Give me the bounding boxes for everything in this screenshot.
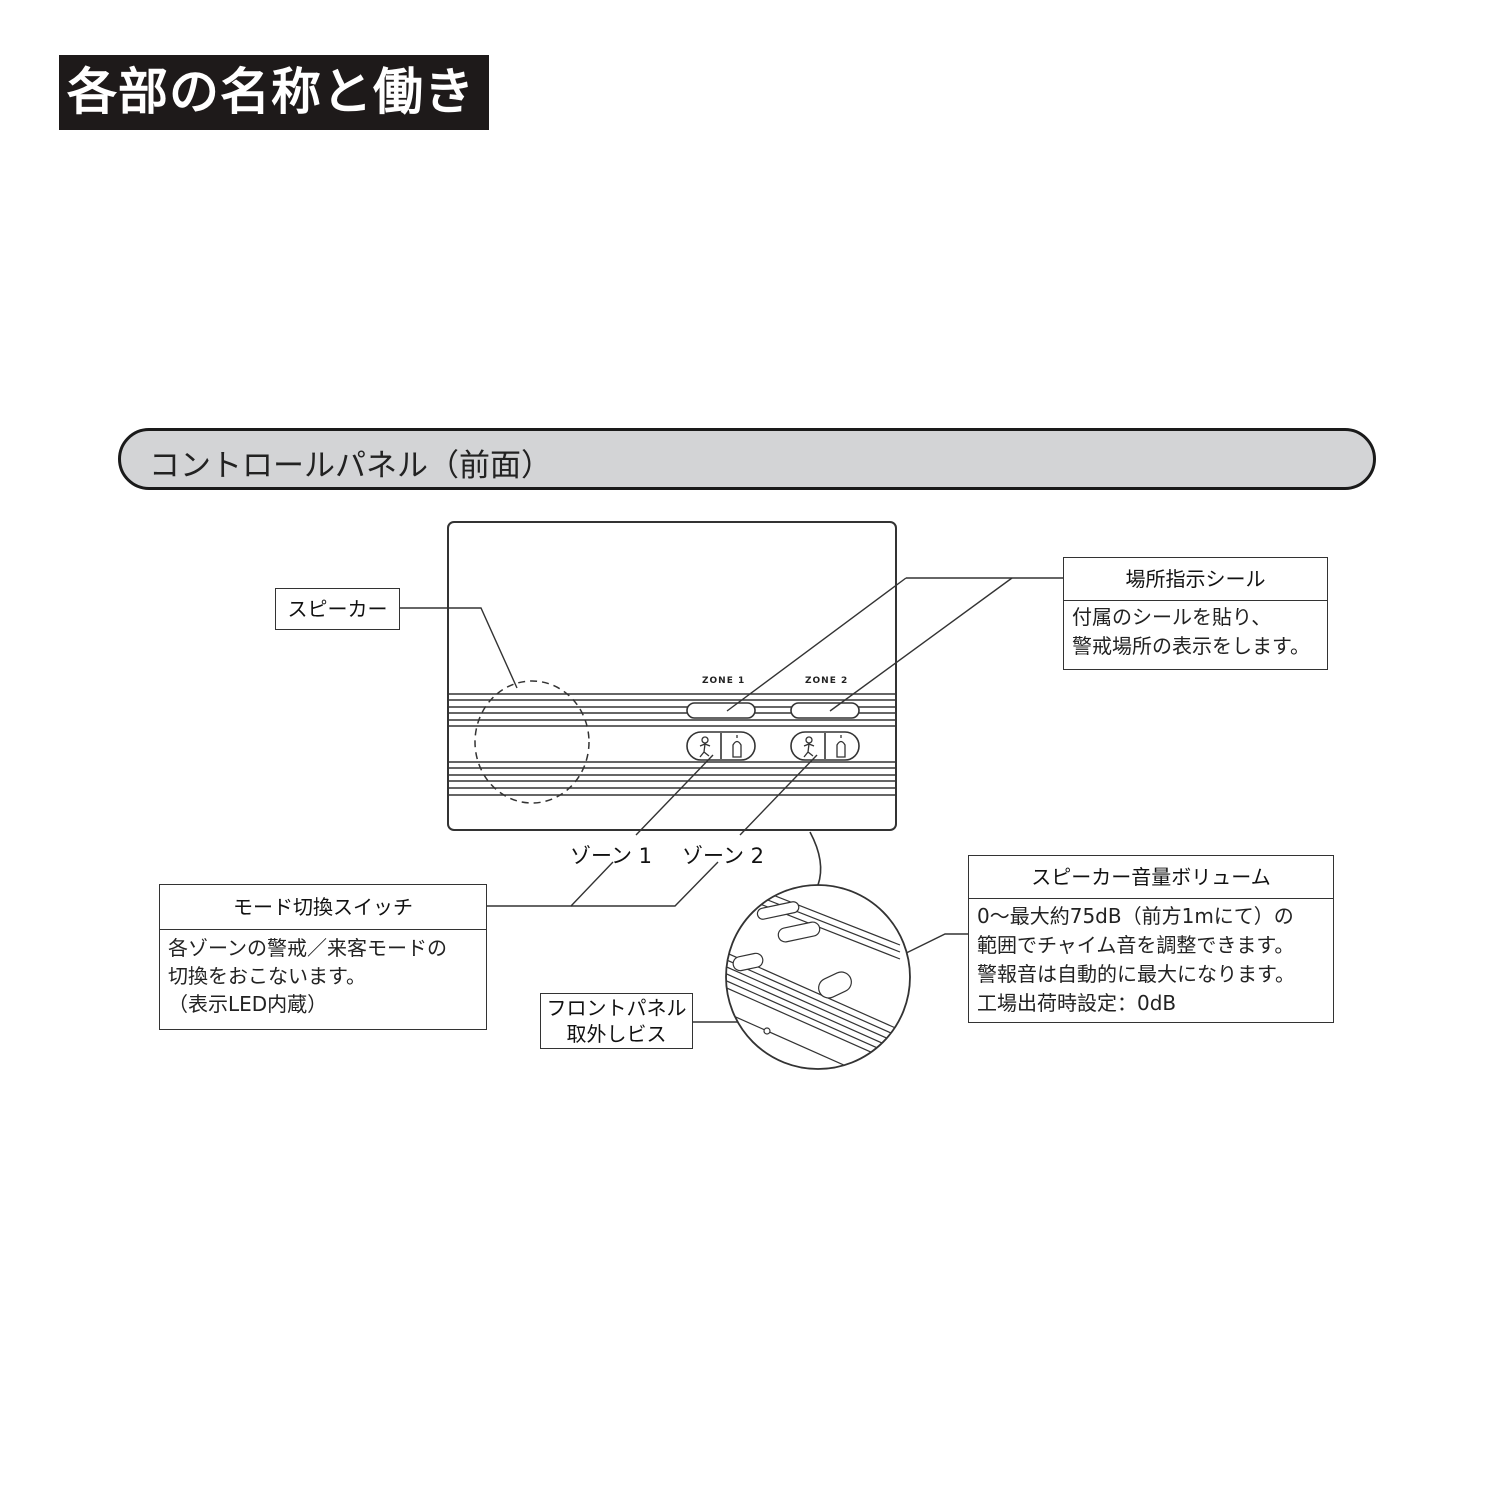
callout-title: スピーカー音量ボリューム xyxy=(969,856,1333,899)
location-sticker-slots xyxy=(686,702,860,719)
callout-body: 各ゾーンの警戒／来客モードの 切換をおこないます。 （表示LED内蔵） xyxy=(160,930,486,1024)
zone1-device-label: ZONE 1 xyxy=(702,676,746,686)
callout-line: 各ゾーンの警戒／来客モードの xyxy=(168,936,447,960)
callout-line: 切換をおこないます。 xyxy=(168,964,366,988)
magnified-inset xyxy=(726,885,910,1069)
person-running-icon xyxy=(699,736,815,758)
callout-line: 範囲でチャイム音を調整できます。 xyxy=(977,933,1295,957)
callout-body: 0〜最大約75dB（前方1mにて）の 範囲でチャイム音を調整できます。 警報音は… xyxy=(969,899,1333,1024)
callout-title: 場所指示シール xyxy=(1064,558,1327,601)
label-line: 取外しビス xyxy=(566,1022,667,1046)
location-sticker-callout: 場所指示シール 付属のシールを貼り、 警戒場所の表示をします。 xyxy=(1063,557,1328,670)
magnifier-connector xyxy=(809,831,822,886)
label-line: フロントパネル xyxy=(546,996,687,1020)
page-title: 各部の名称と働き xyxy=(59,55,489,130)
callout-line: （表示LED内蔵） xyxy=(168,992,328,1016)
front-panel-screw-label: フロントパネル 取外しビス xyxy=(540,993,693,1049)
bell-icon xyxy=(732,735,846,758)
callout-title: モード切換スイッチ xyxy=(160,885,486,930)
section-title: コントロールパネル（前面） xyxy=(149,448,552,484)
callout-line: 警戒場所の表示をします。 xyxy=(1072,634,1310,658)
callout-line: 0〜最大約75dB（前方1mにて）の xyxy=(977,904,1294,928)
speaker-label: スピーカー xyxy=(275,588,400,630)
section-header: コントロールパネル（前面） xyxy=(118,428,1376,490)
callout-body: 付属のシールを貼り、 警戒場所の表示をします。 xyxy=(1064,601,1327,667)
zone2-device-label: ZONE 2 xyxy=(805,676,849,686)
callout-line: 付属のシールを貼り、 xyxy=(1072,605,1272,629)
speaker-volume-callout: スピーカー音量ボリューム 0〜最大約75dB（前方1mにて）の 範囲でチャイム音… xyxy=(968,855,1334,1023)
callout-line: 工場出荷時設定：0dB xyxy=(977,991,1177,1015)
zone1-label: ゾーン 1 xyxy=(570,844,652,868)
zone2-label: ゾーン 2 xyxy=(682,844,764,868)
callout-line: 警報音は自動的に最大になります。 xyxy=(977,962,1295,986)
mode-switch-callout: モード切換スイッチ 各ゾーンの警戒／来客モードの 切換をおこないます。 （表示L… xyxy=(159,884,487,1030)
